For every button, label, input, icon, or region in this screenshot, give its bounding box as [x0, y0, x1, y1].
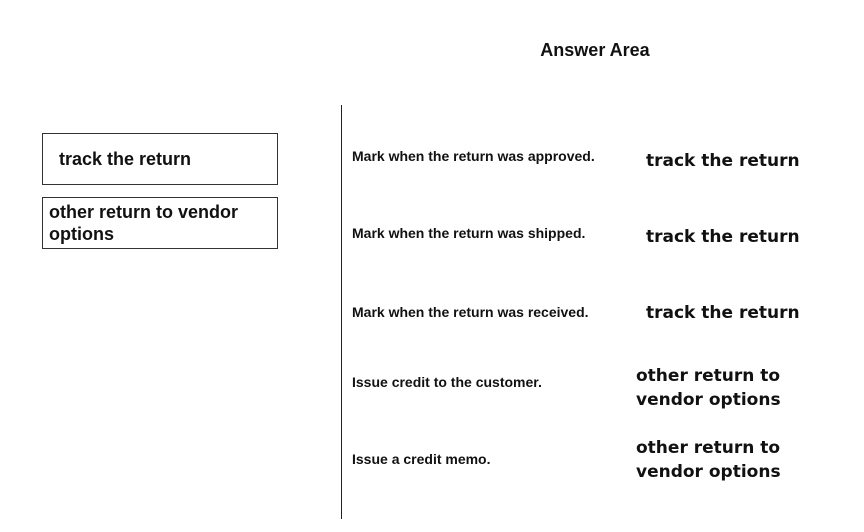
statement-received: Mark when the return was received. — [352, 304, 589, 320]
statement-shipped: Mark when the return was shipped. — [352, 225, 586, 241]
statement-credit-memo: Issue a credit memo. — [352, 451, 491, 467]
source-option-track-the-return[interactable]: track the return — [42, 133, 278, 185]
answer-area-title: Answer Area — [540, 40, 650, 60]
answer-slot-credit-memo[interactable]: other return to vendor options — [636, 438, 781, 482]
answer-slot-issue-credit[interactable]: other return to vendor options — [636, 366, 781, 410]
statement-approved: Mark when the return was approved. — [352, 148, 595, 164]
answer-slot-shipped[interactable]: track the return — [646, 227, 800, 247]
statement-issue-credit: Issue credit to the customer. — [352, 374, 542, 390]
source-option-other-return-to-vendor-options[interactable]: other return to vendor options — [42, 197, 278, 249]
answer-slot-approved[interactable]: track the return — [646, 151, 800, 171]
answer-area-divider — [341, 105, 342, 519]
answer-slot-received[interactable]: track the return — [646, 303, 800, 323]
